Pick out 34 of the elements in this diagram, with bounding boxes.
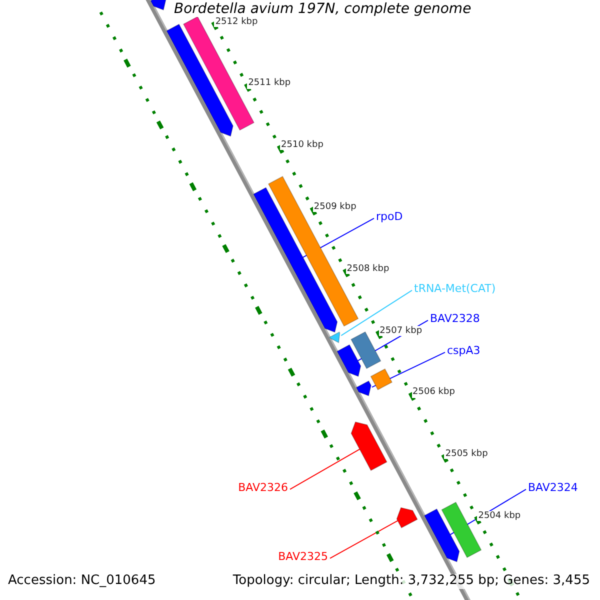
scale-label: 2509 kbp <box>312 202 358 212</box>
scale-label: 2508 kbp <box>346 264 390 274</box>
gene-feature <box>329 332 340 344</box>
scale-label: 2511 kbp <box>247 78 292 89</box>
scale-label: 2507 kbp <box>378 326 424 336</box>
gene-label: BAV2325 <box>278 551 328 564</box>
gene-label: BAV2326 <box>238 482 288 495</box>
scale-label: 2504 kbp <box>477 510 522 522</box>
genome-info: Topology: circular; Length: 3,732,255 bp; Genes: 3,455 <box>230 574 592 589</box>
scale-label: 2505 kbp <box>444 449 489 460</box>
leader-line <box>290 448 360 490</box>
gene-feature <box>350 422 388 471</box>
gene-feature <box>166 24 234 137</box>
gene-label: cspA3 <box>447 345 480 358</box>
title: Bordetella avium 197N, complete genome <box>172 1 474 18</box>
gene-feature <box>424 508 460 562</box>
scale-label: 2510 kbp <box>280 140 324 150</box>
leader-line <box>330 520 398 559</box>
gene-feature <box>336 344 362 377</box>
scale-label: 2506 kbp <box>412 387 456 398</box>
genome-info: Accession: NC_010645 <box>6 574 158 589</box>
gene-feature <box>350 331 382 370</box>
gene-feature <box>356 380 372 396</box>
gene-feature <box>150 0 166 10</box>
gene-feature <box>252 187 338 333</box>
gene-label: BAV2328 <box>430 313 480 326</box>
gene-feature <box>370 368 393 390</box>
gene-label: BAV2324 <box>528 482 578 495</box>
leader-line <box>340 290 412 336</box>
gene-label: rpoD <box>376 211 403 224</box>
leader-line <box>372 352 446 388</box>
gene-feature <box>396 507 418 528</box>
scale-label: 2512 kbp <box>214 16 259 27</box>
gene-label: tRNA-Met(CAT) <box>414 283 496 296</box>
